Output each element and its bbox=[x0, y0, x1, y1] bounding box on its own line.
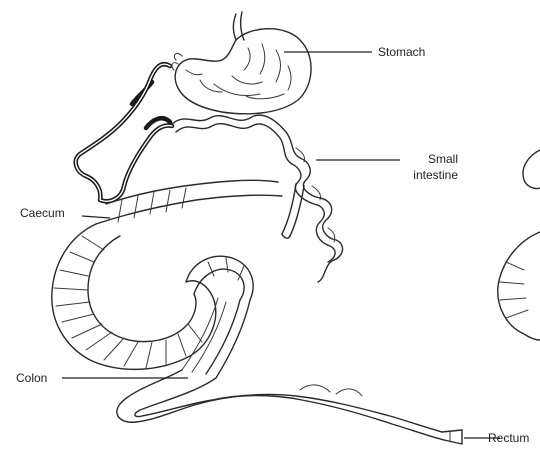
leader-lines bbox=[62, 52, 500, 438]
rectum bbox=[117, 370, 462, 444]
second-specimen-partial bbox=[498, 150, 540, 340]
bold-loop bbox=[76, 64, 172, 201]
colon-coil bbox=[52, 224, 253, 369]
ileum bbox=[282, 184, 304, 238]
stomach bbox=[172, 29, 311, 114]
label-rectum: Rectum bbox=[488, 431, 529, 445]
label-caecum: Caecum bbox=[20, 206, 65, 220]
label-stomach: Stomach bbox=[378, 45, 425, 59]
label-small-intestine-line1: Small bbox=[402, 152, 458, 166]
label-colon: Colon bbox=[16, 371, 47, 385]
small-intestine bbox=[172, 115, 343, 282]
label-small-intestine-line2: intestine bbox=[402, 168, 458, 182]
caecum-leader bbox=[82, 216, 110, 218]
